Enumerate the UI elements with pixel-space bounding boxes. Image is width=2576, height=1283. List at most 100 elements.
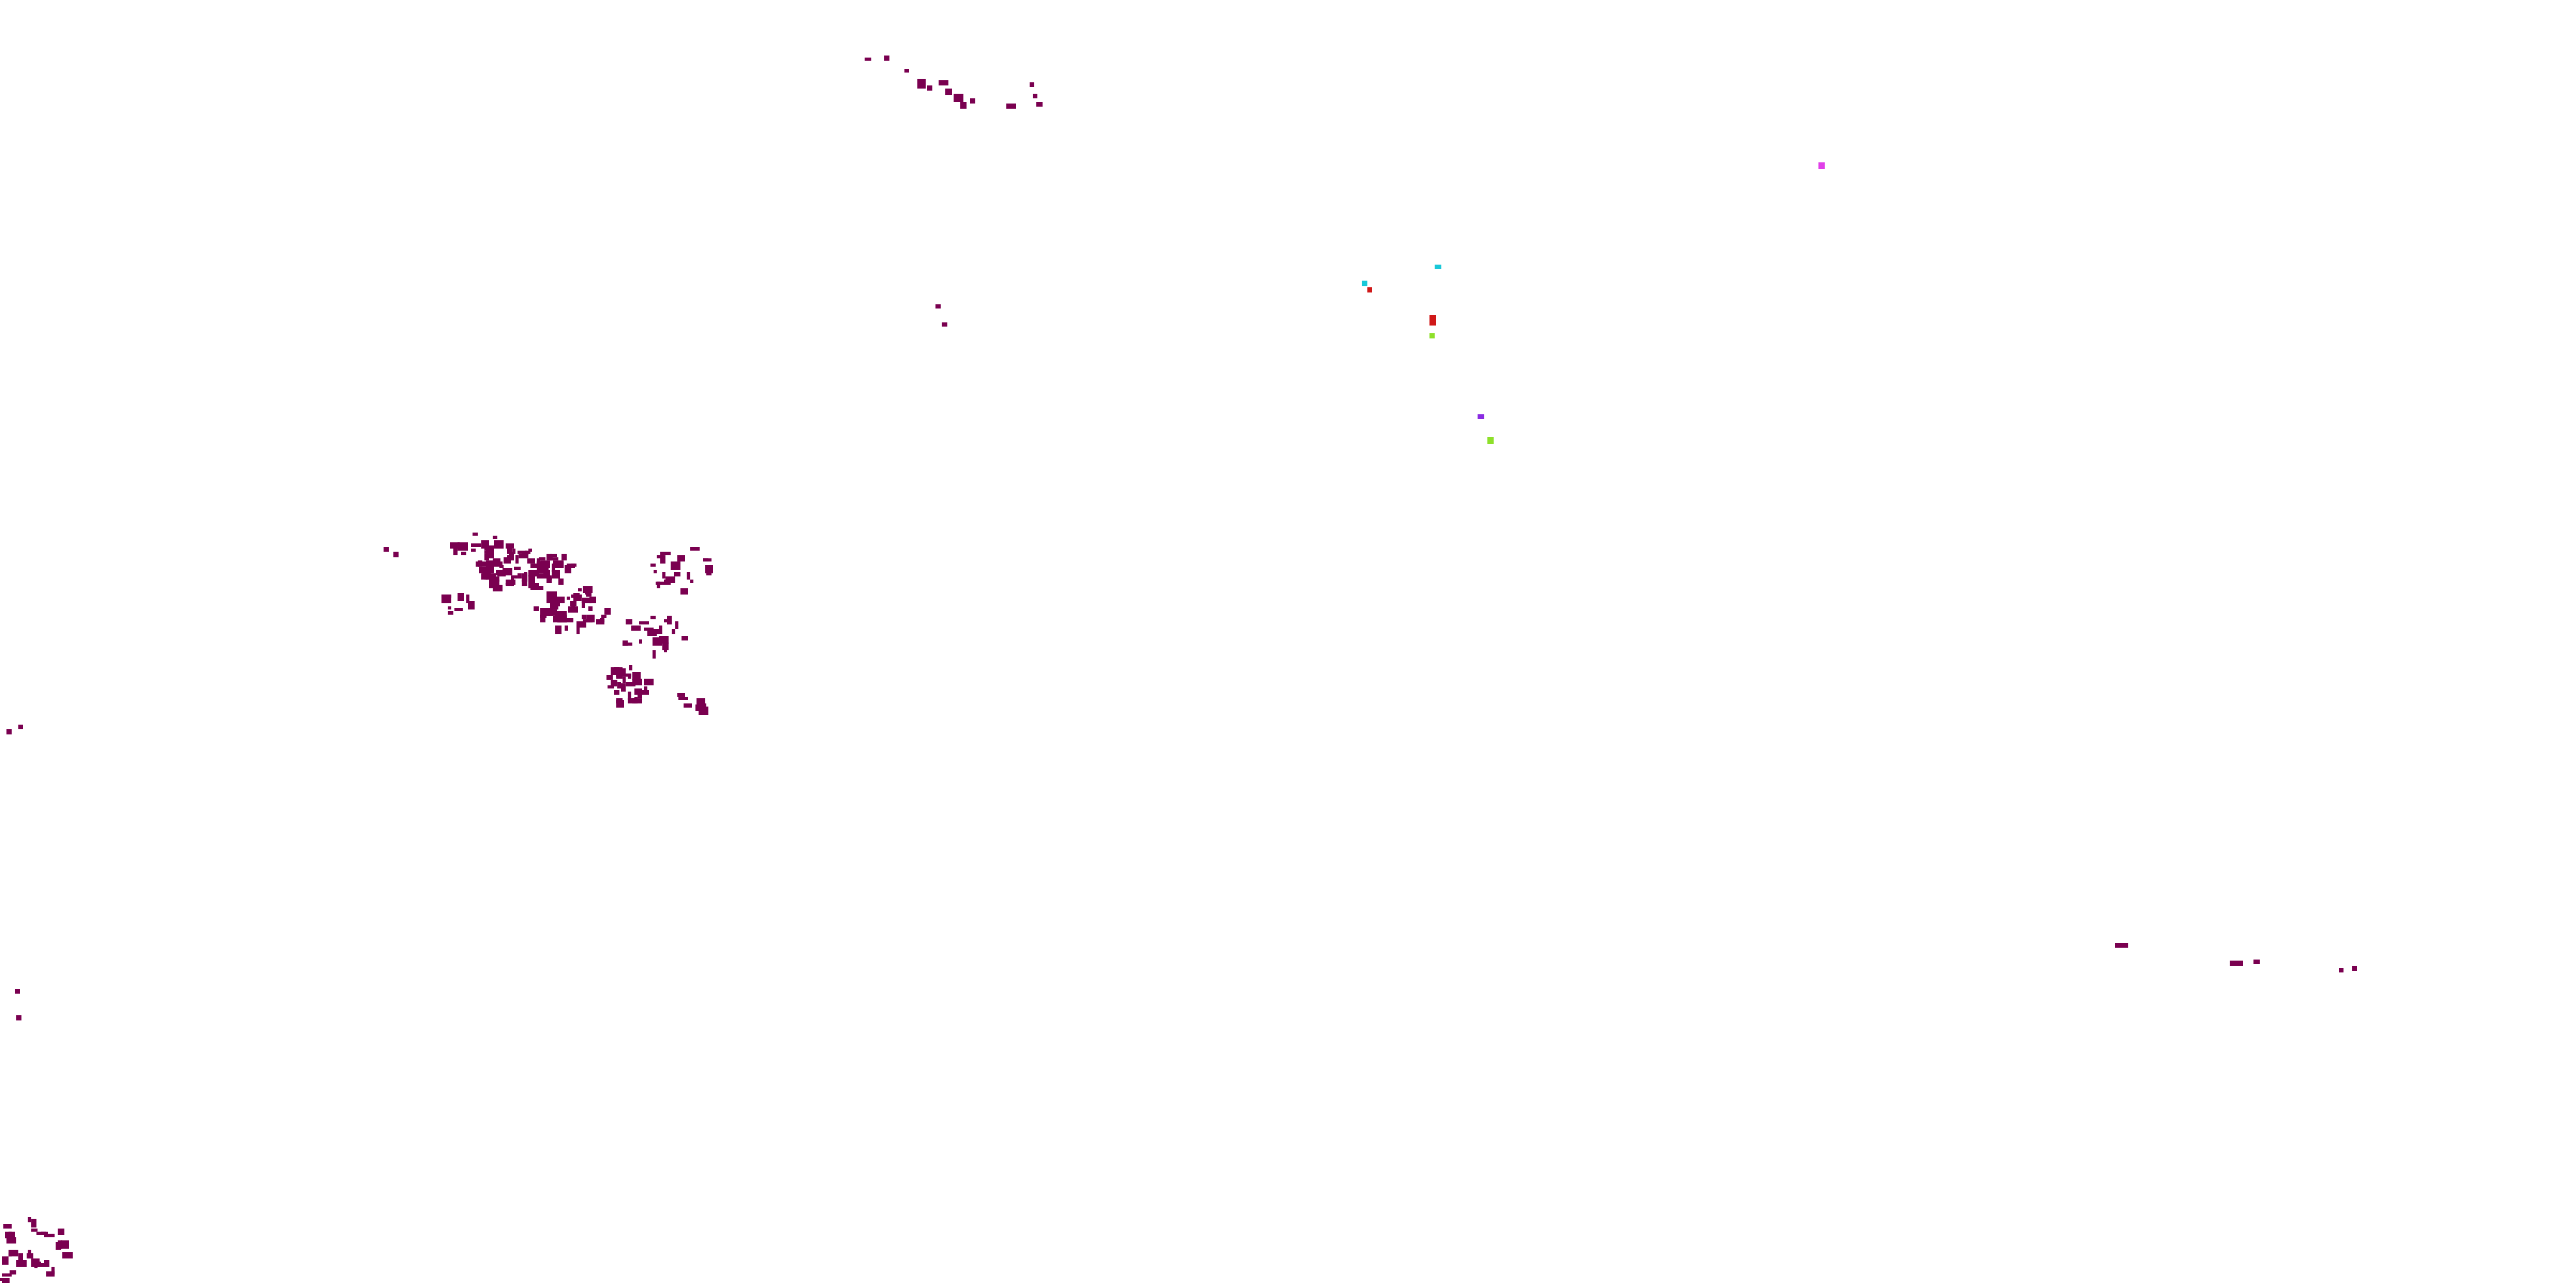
map-cell <box>528 569 539 577</box>
map-cell <box>6 729 12 735</box>
map-cell <box>701 703 707 708</box>
map-cell <box>517 550 528 554</box>
map-cell <box>471 543 482 547</box>
map-cell <box>8 1249 19 1257</box>
map-cell <box>581 597 592 604</box>
map-cell <box>486 553 494 559</box>
map-cell <box>601 614 607 618</box>
map-cell <box>696 698 706 707</box>
map-cell <box>650 563 656 567</box>
map-cell <box>16 1260 27 1267</box>
map-cell <box>970 98 976 104</box>
map-cell <box>486 547 494 556</box>
map-cell <box>706 568 712 576</box>
map-cell <box>558 578 564 585</box>
map-cell <box>540 608 550 616</box>
map-cell <box>557 596 565 604</box>
map-cell <box>884 55 890 61</box>
map-cell <box>1036 102 1043 107</box>
map-cell <box>31 1228 38 1232</box>
red-marker <box>1367 287 1372 293</box>
map-cell <box>625 619 633 625</box>
map-cell <box>681 636 688 641</box>
map-cell <box>680 588 688 595</box>
map-cell <box>543 569 550 577</box>
map-cell <box>564 617 574 623</box>
map-cell <box>686 572 691 580</box>
map-cell <box>558 561 564 568</box>
map-cell <box>578 588 582 592</box>
map-cell <box>514 566 521 570</box>
map-cell <box>627 673 632 679</box>
map-cell <box>523 572 528 580</box>
map-cell <box>660 555 666 564</box>
map-cell <box>650 629 659 635</box>
map-cell <box>571 604 575 610</box>
map-cell <box>484 573 488 580</box>
map-cell <box>660 551 671 556</box>
map-cell <box>2229 960 2243 966</box>
map-cell <box>703 558 712 562</box>
map-cell <box>441 594 452 604</box>
map-cell <box>675 621 679 629</box>
map-cell <box>560 611 567 620</box>
map-cell <box>538 557 546 561</box>
map-cell <box>607 685 615 689</box>
map-cell <box>499 565 504 568</box>
map-cell <box>582 586 593 593</box>
map-cell <box>489 579 500 589</box>
map-cell <box>31 1218 37 1228</box>
map-cell <box>639 621 649 625</box>
map-cell <box>62 1252 73 1259</box>
map-cell <box>540 614 546 623</box>
map-cell <box>690 579 694 583</box>
map-cell <box>447 606 452 610</box>
map-cell <box>617 682 621 689</box>
map-cell <box>550 553 557 558</box>
map-cell <box>6 1237 17 1244</box>
map-cell <box>518 553 529 559</box>
map-cell <box>486 560 494 565</box>
map-cell <box>507 547 513 554</box>
map-cell <box>683 703 692 708</box>
map-cell <box>497 561 503 565</box>
map-cell <box>576 621 587 628</box>
map-cell <box>573 593 580 598</box>
map-cell <box>27 1249 32 1259</box>
map-cell <box>632 678 642 686</box>
map-cell <box>706 565 712 570</box>
map-cell <box>538 566 549 574</box>
map-cell <box>393 551 399 558</box>
map-cell <box>616 698 623 704</box>
map-cell <box>36 1231 47 1235</box>
map-cell <box>664 643 667 653</box>
cyan-marker <box>1434 264 1442 270</box>
map-cell <box>564 565 572 574</box>
map-cell <box>564 625 568 631</box>
map-cell <box>533 606 539 611</box>
map-cell <box>528 548 532 552</box>
lime-marker <box>1487 437 1494 444</box>
map-cell <box>677 693 685 697</box>
map-cell <box>492 558 501 567</box>
map-cell <box>536 558 541 564</box>
map-cell <box>546 553 552 561</box>
map-cell <box>941 322 948 327</box>
map-cell <box>627 698 636 704</box>
map-cell <box>616 700 624 708</box>
map-cell <box>610 679 618 687</box>
map-cell <box>586 591 592 597</box>
map-cell <box>604 608 611 615</box>
map-cell <box>561 553 567 561</box>
map-cell <box>1029 82 1035 87</box>
lime-marker <box>1429 333 1435 339</box>
map-cell <box>27 1217 32 1223</box>
map-cell <box>566 596 571 600</box>
map-cell <box>16 1015 22 1021</box>
map-cell <box>57 1228 65 1235</box>
map-cell <box>614 667 620 671</box>
map-cell <box>2 1273 12 1277</box>
map-cell <box>454 608 463 611</box>
map-cell <box>530 583 539 590</box>
